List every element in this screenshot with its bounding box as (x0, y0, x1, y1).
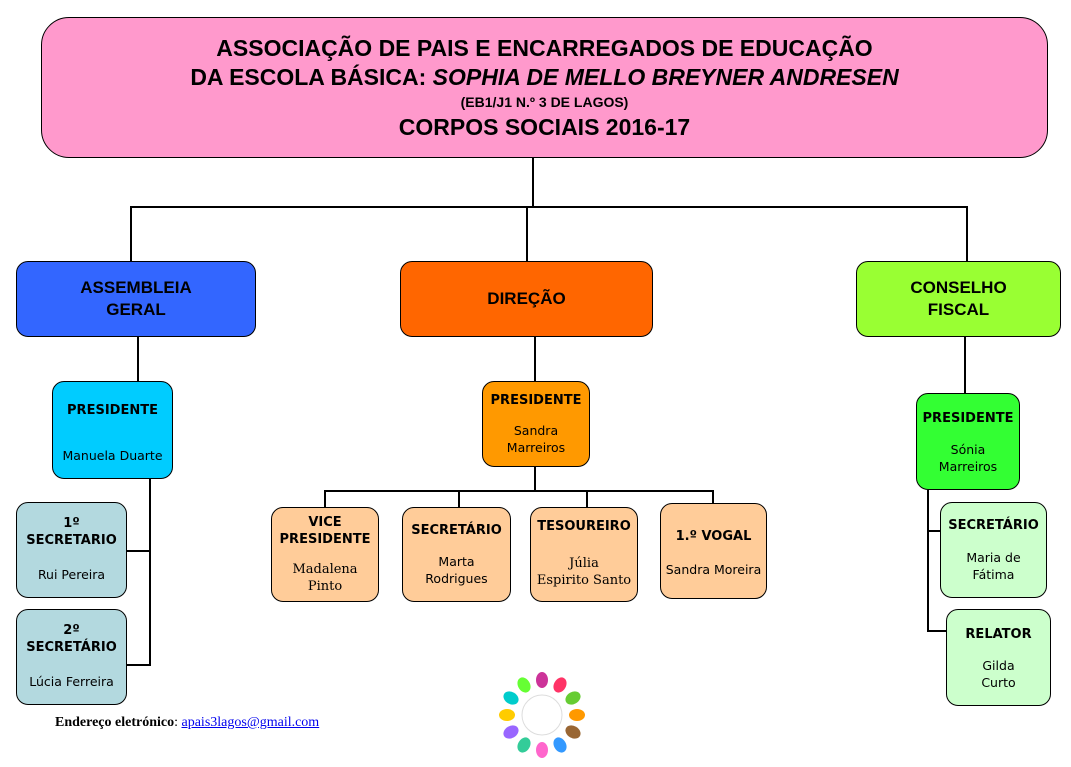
connector-line (712, 490, 714, 504)
title-line-2: DA ESCOLA BÁSICA: SOPHIA DE MELLO BREYNE… (190, 63, 899, 90)
footer-contact: Endereço eletrónico: apais3lagos@gmail.c… (55, 715, 320, 730)
connector-line (127, 664, 151, 666)
assembleia-secretario2-box: 2º SECRETÁRIO Lúcia Ferreira (16, 609, 127, 705)
connector-line (586, 490, 588, 508)
hands-circle-logo-icon (497, 670, 587, 760)
connector-line (532, 158, 534, 208)
email-link[interactable]: apais3lagos@gmail.com (181, 715, 320, 730)
footer-label: Endereço eletrónico (55, 715, 175, 730)
connector-line (130, 206, 968, 208)
connector-line (927, 630, 947, 632)
connector-line (927, 490, 929, 632)
connector-line (458, 490, 460, 508)
connector-line (927, 530, 941, 532)
assembleia-secretario1-box: 1º SECRETARIO Rui Pereira (16, 502, 127, 598)
connector-line (964, 336, 966, 394)
connector-line (966, 206, 968, 262)
title-line-3: (EB1/J1 N.º 3 DE LAGOS) (460, 93, 629, 110)
page-title-banner: ASSOCIAÇÃO DE PAIS E ENCARREGADOS DE EDU… (41, 17, 1048, 158)
connector-line (127, 550, 151, 552)
connector-line (534, 466, 536, 492)
title-line-4: CORPOS SOCIAIS 2016-17 (398, 113, 691, 140)
connector-line (324, 490, 714, 492)
connector-line (137, 336, 139, 382)
assembleia-presidente-box: PRESIDENTE Manuela Duarte (52, 381, 173, 479)
connector-line (526, 206, 528, 262)
connector-line (149, 478, 151, 666)
direcao-vogal-box: 1.º VOGAL Sandra Moreira (660, 503, 767, 599)
section-direcao: DIREÇÃO (400, 261, 653, 337)
connector-line (324, 490, 326, 508)
title-line-1: ASSOCIAÇÃO DE PAIS E ENCARREGADOS DE EDU… (216, 34, 873, 61)
connector-line (534, 336, 536, 382)
connector-line (130, 206, 132, 262)
